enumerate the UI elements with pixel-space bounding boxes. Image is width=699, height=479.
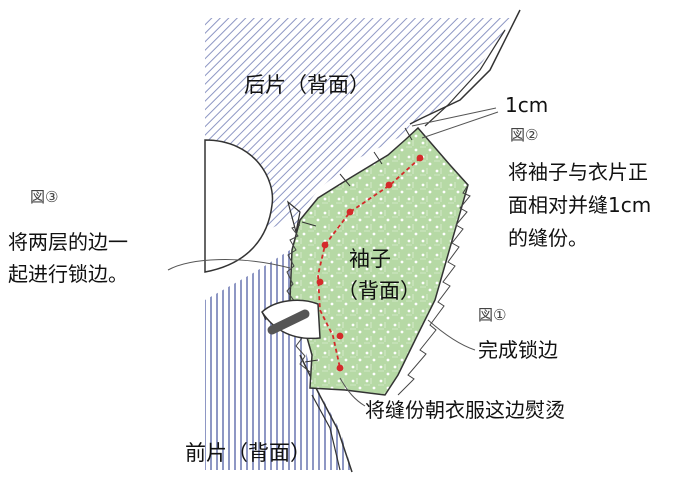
fig1-text: 完成锁边 [478,338,558,362]
garment-edge-upper-2 [424,29,506,127]
stitch-pin [321,241,329,249]
garment-edge-lower-2 [311,394,341,471]
fig2-text-1: 将袖子与衣片正 [508,160,648,184]
label-back-piece: 后片（背面） [244,73,370,97]
fig3-tag: 図③ [30,188,59,206]
stitch-pin [316,278,324,286]
fig1-tag: 図① [478,306,507,324]
stitch-pin [346,208,354,216]
leader-1cm [411,107,499,139]
leader-fig1 [427,319,476,351]
sleeve-shape [289,126,469,396]
label-front-piece: 前片（背面） [185,441,311,465]
iron-icon [261,299,321,340]
body-opening-shape [204,139,274,273]
fig2-text-3: 的缝份。 [508,226,588,250]
label-sleeve-1: 袖子 [349,247,391,271]
stitch-line [317,157,421,369]
fig2-text-2: 面相对并缝1cm [508,193,652,217]
notch-marks [299,127,413,363]
fig2-tag: 図② [510,126,539,144]
leader-overlock [167,259,291,271]
overlock-edge-right [397,184,471,396]
stitch-pin [416,154,424,162]
garment-edge-upper [409,9,521,125]
armhole-flap [286,200,301,233]
overlock-edge-armhole [286,224,311,373]
label-sleeve-2: （背面） [337,279,421,303]
back-piece-shape [205,18,512,232]
label-seam-allowance: 1cm [505,93,549,117]
fig3-text-1: 将两层的边一 [8,230,128,254]
front-piece-shape [205,250,352,470]
leader-press [339,377,366,407]
stitch-pin [336,364,344,372]
stitch-pin [336,332,344,340]
fig3-text-2: 起进行锁边。 [8,262,128,286]
press-note: 将缝份朝衣服这边熨烫 [365,398,565,422]
garment-edge-lower [299,354,353,473]
stitch-pin [385,181,393,189]
